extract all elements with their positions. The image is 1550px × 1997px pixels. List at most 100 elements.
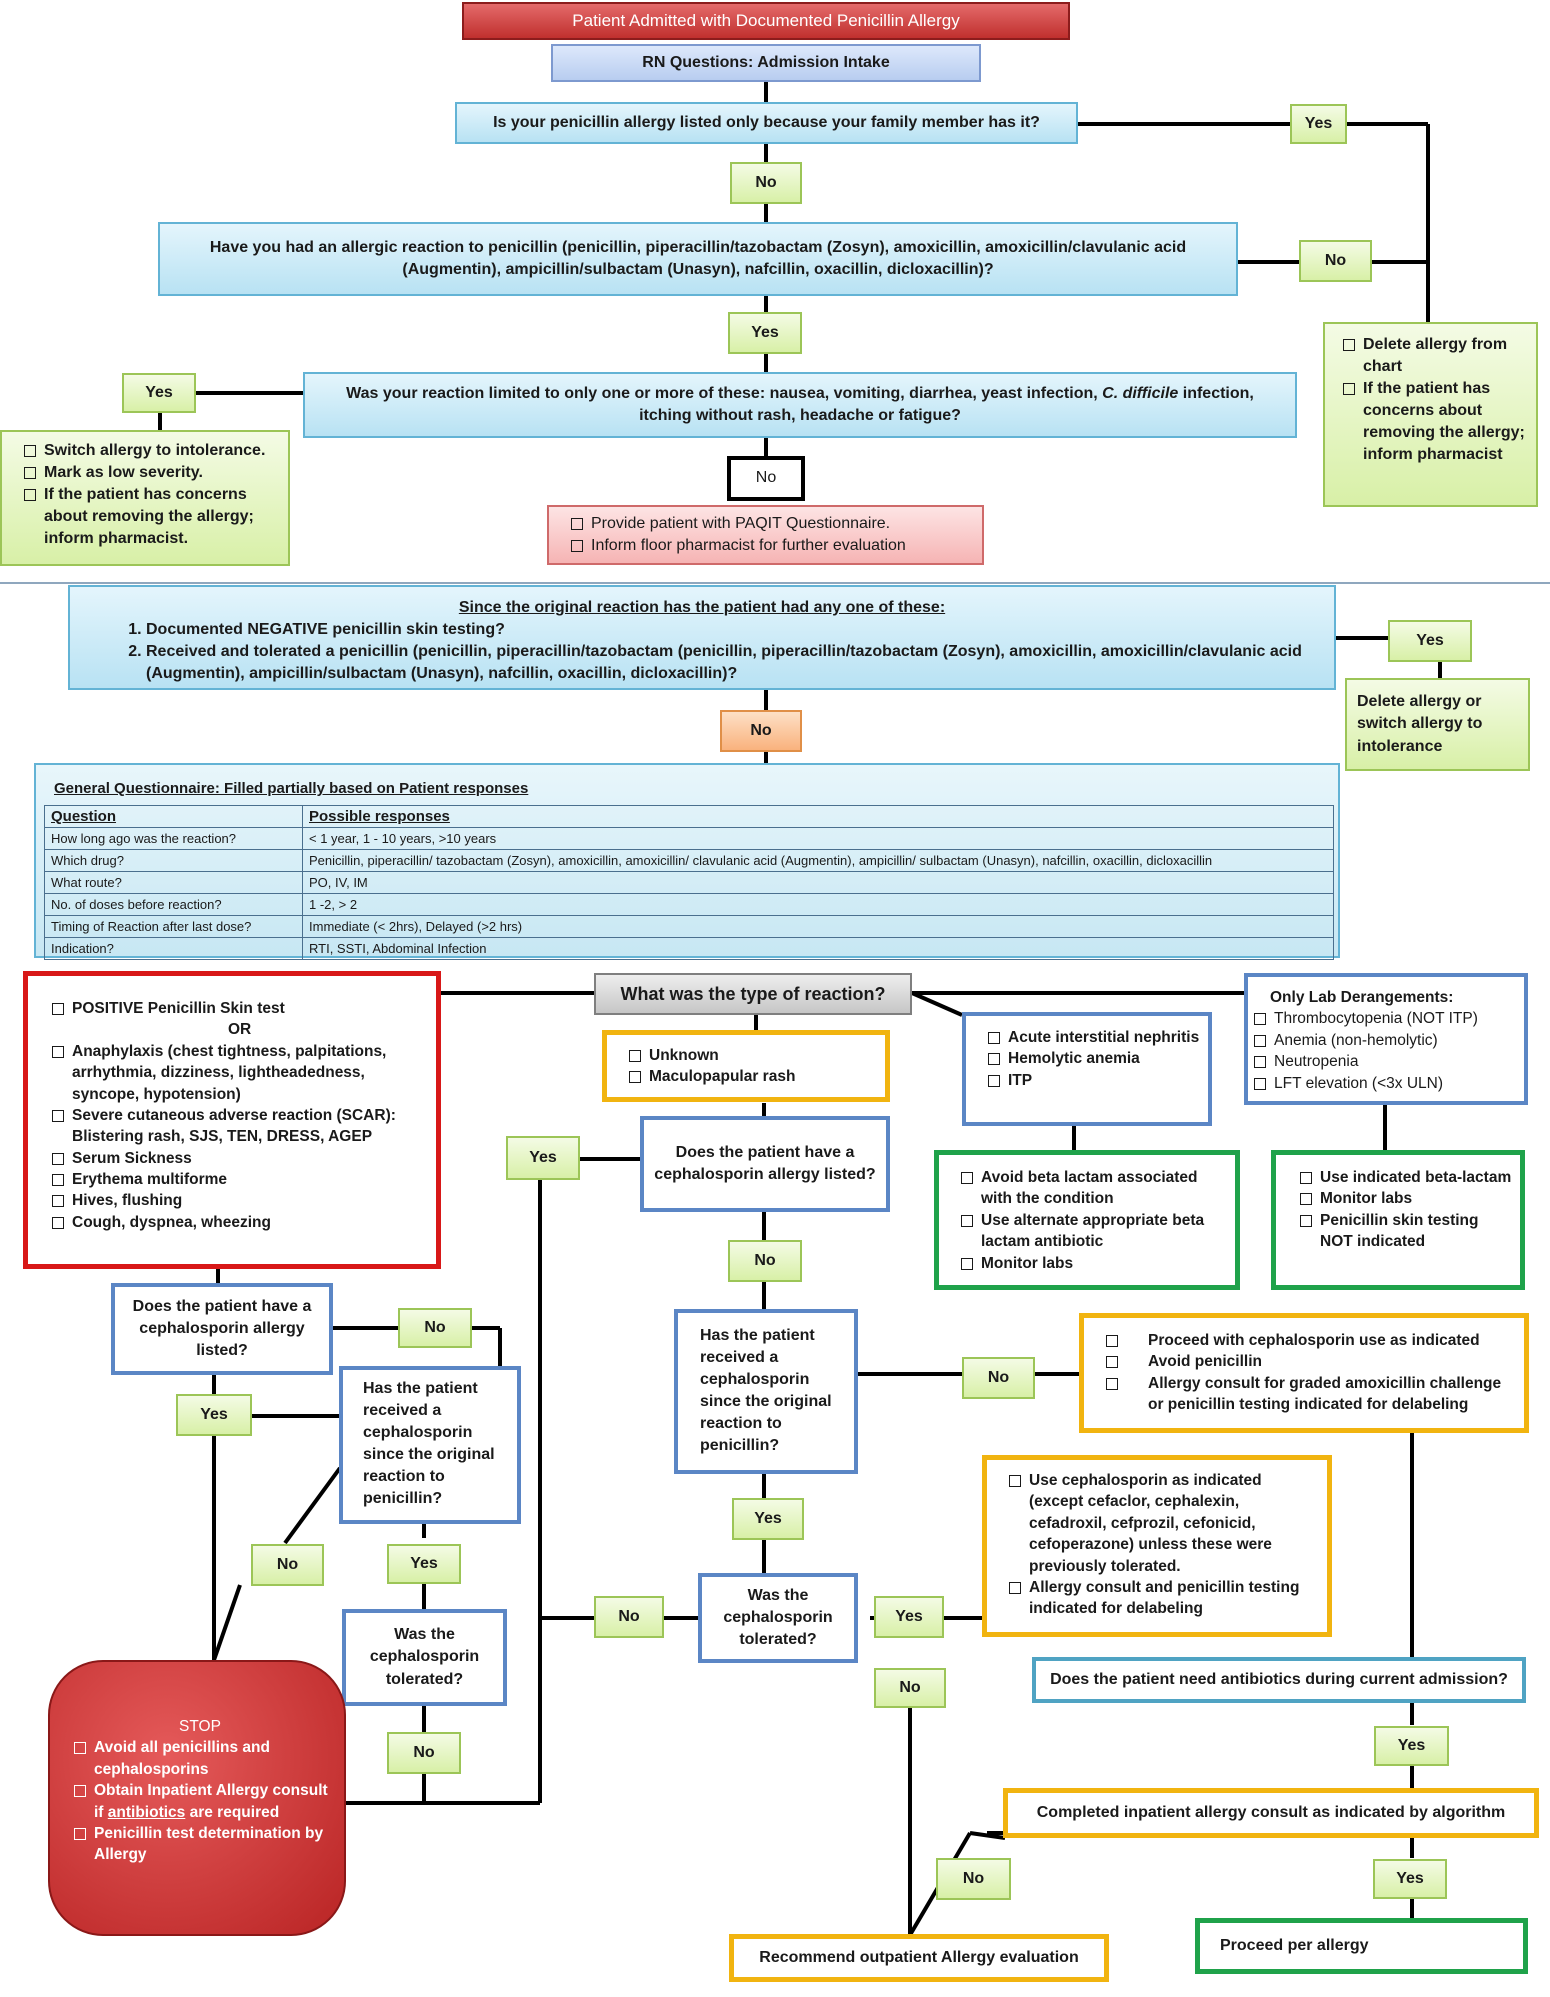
avoid-beta-lactam-box: Avoid beta lactam associated with the co… — [934, 1150, 1240, 1290]
delete-switch-box: Delete allergy or switch allergy to into… — [1345, 678, 1530, 771]
switch-item: Switch allergy to intolerance. — [22, 440, 280, 462]
table-header: Question — [44, 805, 303, 828]
antibiotics-link[interactable]: antibiotics — [107, 1803, 186, 1821]
table-header: Possible responses — [302, 805, 1334, 828]
use-ceph-box: Use cephalosporin as indicated (except c… — [982, 1455, 1332, 1637]
lab-item: Anemia (non-hemolytic) — [1252, 1030, 1516, 1051]
stop-consult-text: Obtain Inpatient Allergy consult if — [94, 1782, 328, 1821]
organ-item: Acute interstitial nephritis — [986, 1027, 1200, 1048]
table-row: No. of doses before reaction?1 -2, > 2 — [44, 893, 1334, 916]
switch-intolerance-box: Switch allergy to intolerance. Mark as l… — [0, 430, 290, 566]
lab-item: LFT elevation (<3x ULN) — [1252, 1073, 1516, 1094]
severe-item: Erythema multiforme — [50, 1169, 426, 1190]
no-label-limited: No — [727, 456, 805, 501]
stop-box: STOP Avoid all penicillins and cephalosp… — [48, 1660, 346, 1936]
since-list: Documented NEGATIVE penicillin skin test… — [120, 619, 1320, 685]
or-text: OR — [228, 1021, 252, 1039]
table-cell: PO, IV, IM — [302, 871, 1334, 894]
delete-item: If the patient has concerns about removi… — [1341, 378, 1528, 466]
limited-text-b: infection, itching without rash, headach… — [639, 384, 1254, 424]
unknown-item: Maculopapular rash — [627, 1066, 877, 1087]
severe-item: Anaphylaxis (chest tightness, palpitatio… — [50, 1041, 426, 1105]
no-label-received-left: No — [251, 1544, 324, 1586]
paqit-item: Provide patient with PAQIT Questionnaire… — [569, 513, 972, 535]
organ-reaction-box: Acute interstitial nephritis Hemolytic a… — [962, 1012, 1212, 1126]
reaction-question-box: Have you had an allergic reaction to pen… — [158, 222, 1238, 296]
stop-consult-end: are required — [185, 1803, 280, 1821]
use-item: Penicillin skin testing NOT indicated — [1298, 1210, 1512, 1253]
switch-item: Mark as low severity. — [22, 462, 280, 484]
organ-item: Hemolytic anemia — [986, 1048, 1200, 1069]
received-mid-box: Has the patient received a cephalosporin… — [674, 1309, 858, 1474]
switch-item: If the patient has concerns about removi… — [22, 484, 280, 550]
rn-questions-box: RN Questions: Admission Intake — [551, 44, 981, 82]
no-label-reaction: No — [1299, 240, 1372, 282]
table-header-row: Question Possible responses — [44, 805, 1334, 828]
no-label-tolerated-mid-left: No — [594, 1596, 664, 1638]
limited-text-a: Was your reaction limited to only one or… — [346, 384, 1103, 402]
proceed-allergy-box: Proceed per allergy — [1195, 1918, 1528, 1974]
recommend-outpatient-box: Recommend outpatient Allergy evaluation — [729, 1934, 1109, 1982]
type-reaction-box: What was the type of reaction? — [594, 973, 912, 1015]
tolerated-left-box: Was the cephalosporin tolerated? — [342, 1609, 507, 1706]
ceph-listed-left-box: Does the patient have a cephalosporin al… — [111, 1283, 333, 1375]
delete-item: Delete allergy from chart — [1341, 334, 1528, 378]
unknown-item: Unknown — [627, 1045, 877, 1066]
unknown-rash-box: Unknown Maculopapular rash — [602, 1030, 890, 1102]
no-label-since: No — [720, 710, 802, 752]
since-question-box: Since the original reaction has the pati… — [68, 585, 1336, 690]
lab-item: Thrombocytopenia (NOT ITP) — [1252, 1008, 1516, 1029]
severe-item: Severe cutaneous adverse reaction (SCAR)… — [50, 1105, 426, 1148]
no-label-ceph-mid: No — [728, 1240, 802, 1282]
proceed-item: Proceed with cephalosporin use as indica… — [1104, 1330, 1514, 1351]
proceed-item: Avoid penicillin — [1104, 1351, 1514, 1372]
yes-label-tolerated-mid: Yes — [874, 1596, 944, 1638]
severe-item: Serum Sickness — [50, 1148, 426, 1169]
yes-label-consult: Yes — [1373, 1859, 1447, 1899]
paqit-item: Inform floor pharmacist for further eval… — [569, 535, 972, 557]
yes-label-reaction: Yes — [728, 312, 802, 354]
questionnaire-table: Question Possible responses How long ago… — [44, 805, 1334, 960]
severe-item: Cough, dyspnea, wheezing — [50, 1212, 426, 1233]
table-cell: Indication? — [44, 937, 303, 960]
table-cell: Timing of Reaction after last dose? — [44, 915, 303, 938]
completed-consult-box: Completed inpatient allergy consult as i… — [1003, 1788, 1539, 1838]
table-cell: Penicillin, piperacillin/ tazobactam (Zo… — [302, 849, 1334, 872]
yes-label-limited: Yes — [122, 373, 196, 413]
limited-question-text: Was your reaction limited to only one or… — [329, 383, 1271, 427]
questionnaire-title: General Questionnaire: Filled partially … — [54, 780, 529, 797]
avoid-item: Use alternate appropriate beta lactam an… — [959, 1210, 1227, 1253]
use-item: Monitor labs — [1298, 1188, 1512, 1209]
yes-label-since: Yes — [1388, 620, 1472, 662]
table-cell: 1 -2, > 2 — [302, 893, 1334, 916]
use-ceph-item: Allergy consult and penicillin testing i… — [1007, 1577, 1319, 1620]
lab-title: Only Lab Derangements: — [1270, 989, 1454, 1006]
severe-item: Hives, flushing — [50, 1190, 426, 1211]
avoid-item: Monitor labs — [959, 1253, 1227, 1274]
table-cell: RTI, SSTI, Abdominal Infection — [302, 937, 1334, 960]
received-left-box: Has the patient received a cephalosporin… — [339, 1366, 521, 1524]
use-ceph-item: Use cephalosporin as indicated (except c… — [1007, 1470, 1319, 1577]
family-question-box: Is your penicillin allergy listed only b… — [455, 102, 1078, 144]
stop-title: STOP — [179, 1718, 221, 1735]
limited-text-emphasis: C. difficile — [1102, 384, 1179, 402]
table-cell: What route? — [44, 871, 303, 894]
lab-derangements-box: Only Lab Derangements: Thrombocytopenia … — [1244, 973, 1528, 1105]
yes-label-antibiotics: Yes — [1374, 1726, 1449, 1766]
stop-item: Penicillin test determination by Allergy — [72, 1823, 328, 1866]
since-title: Since the original reaction has the pati… — [458, 599, 946, 616]
ceph-listed-mid-box: Does the patient have a cephalosporin al… — [640, 1116, 890, 1212]
no-label-ceph-left: No — [398, 1308, 472, 1348]
proceed-item: Allergy consult for graded amoxicillin c… — [1104, 1373, 1514, 1416]
since-item: Received and tolerated a penicillin (pen… — [146, 641, 1320, 685]
table-row: What route?PO, IV, IM — [44, 871, 1334, 894]
organ-item: ITP — [986, 1070, 1200, 1091]
no-label-tolerated-left: No — [387, 1732, 461, 1774]
no-label-consult: No — [936, 1858, 1011, 1900]
no-label-received-mid: No — [962, 1357, 1035, 1399]
use-item: Use indicated beta-lactam — [1298, 1167, 1512, 1188]
use-beta-lactam-box: Use indicated beta-lactam Monitor labs P… — [1271, 1150, 1525, 1290]
limited-question-box: Was your reaction limited to only one or… — [303, 372, 1297, 438]
